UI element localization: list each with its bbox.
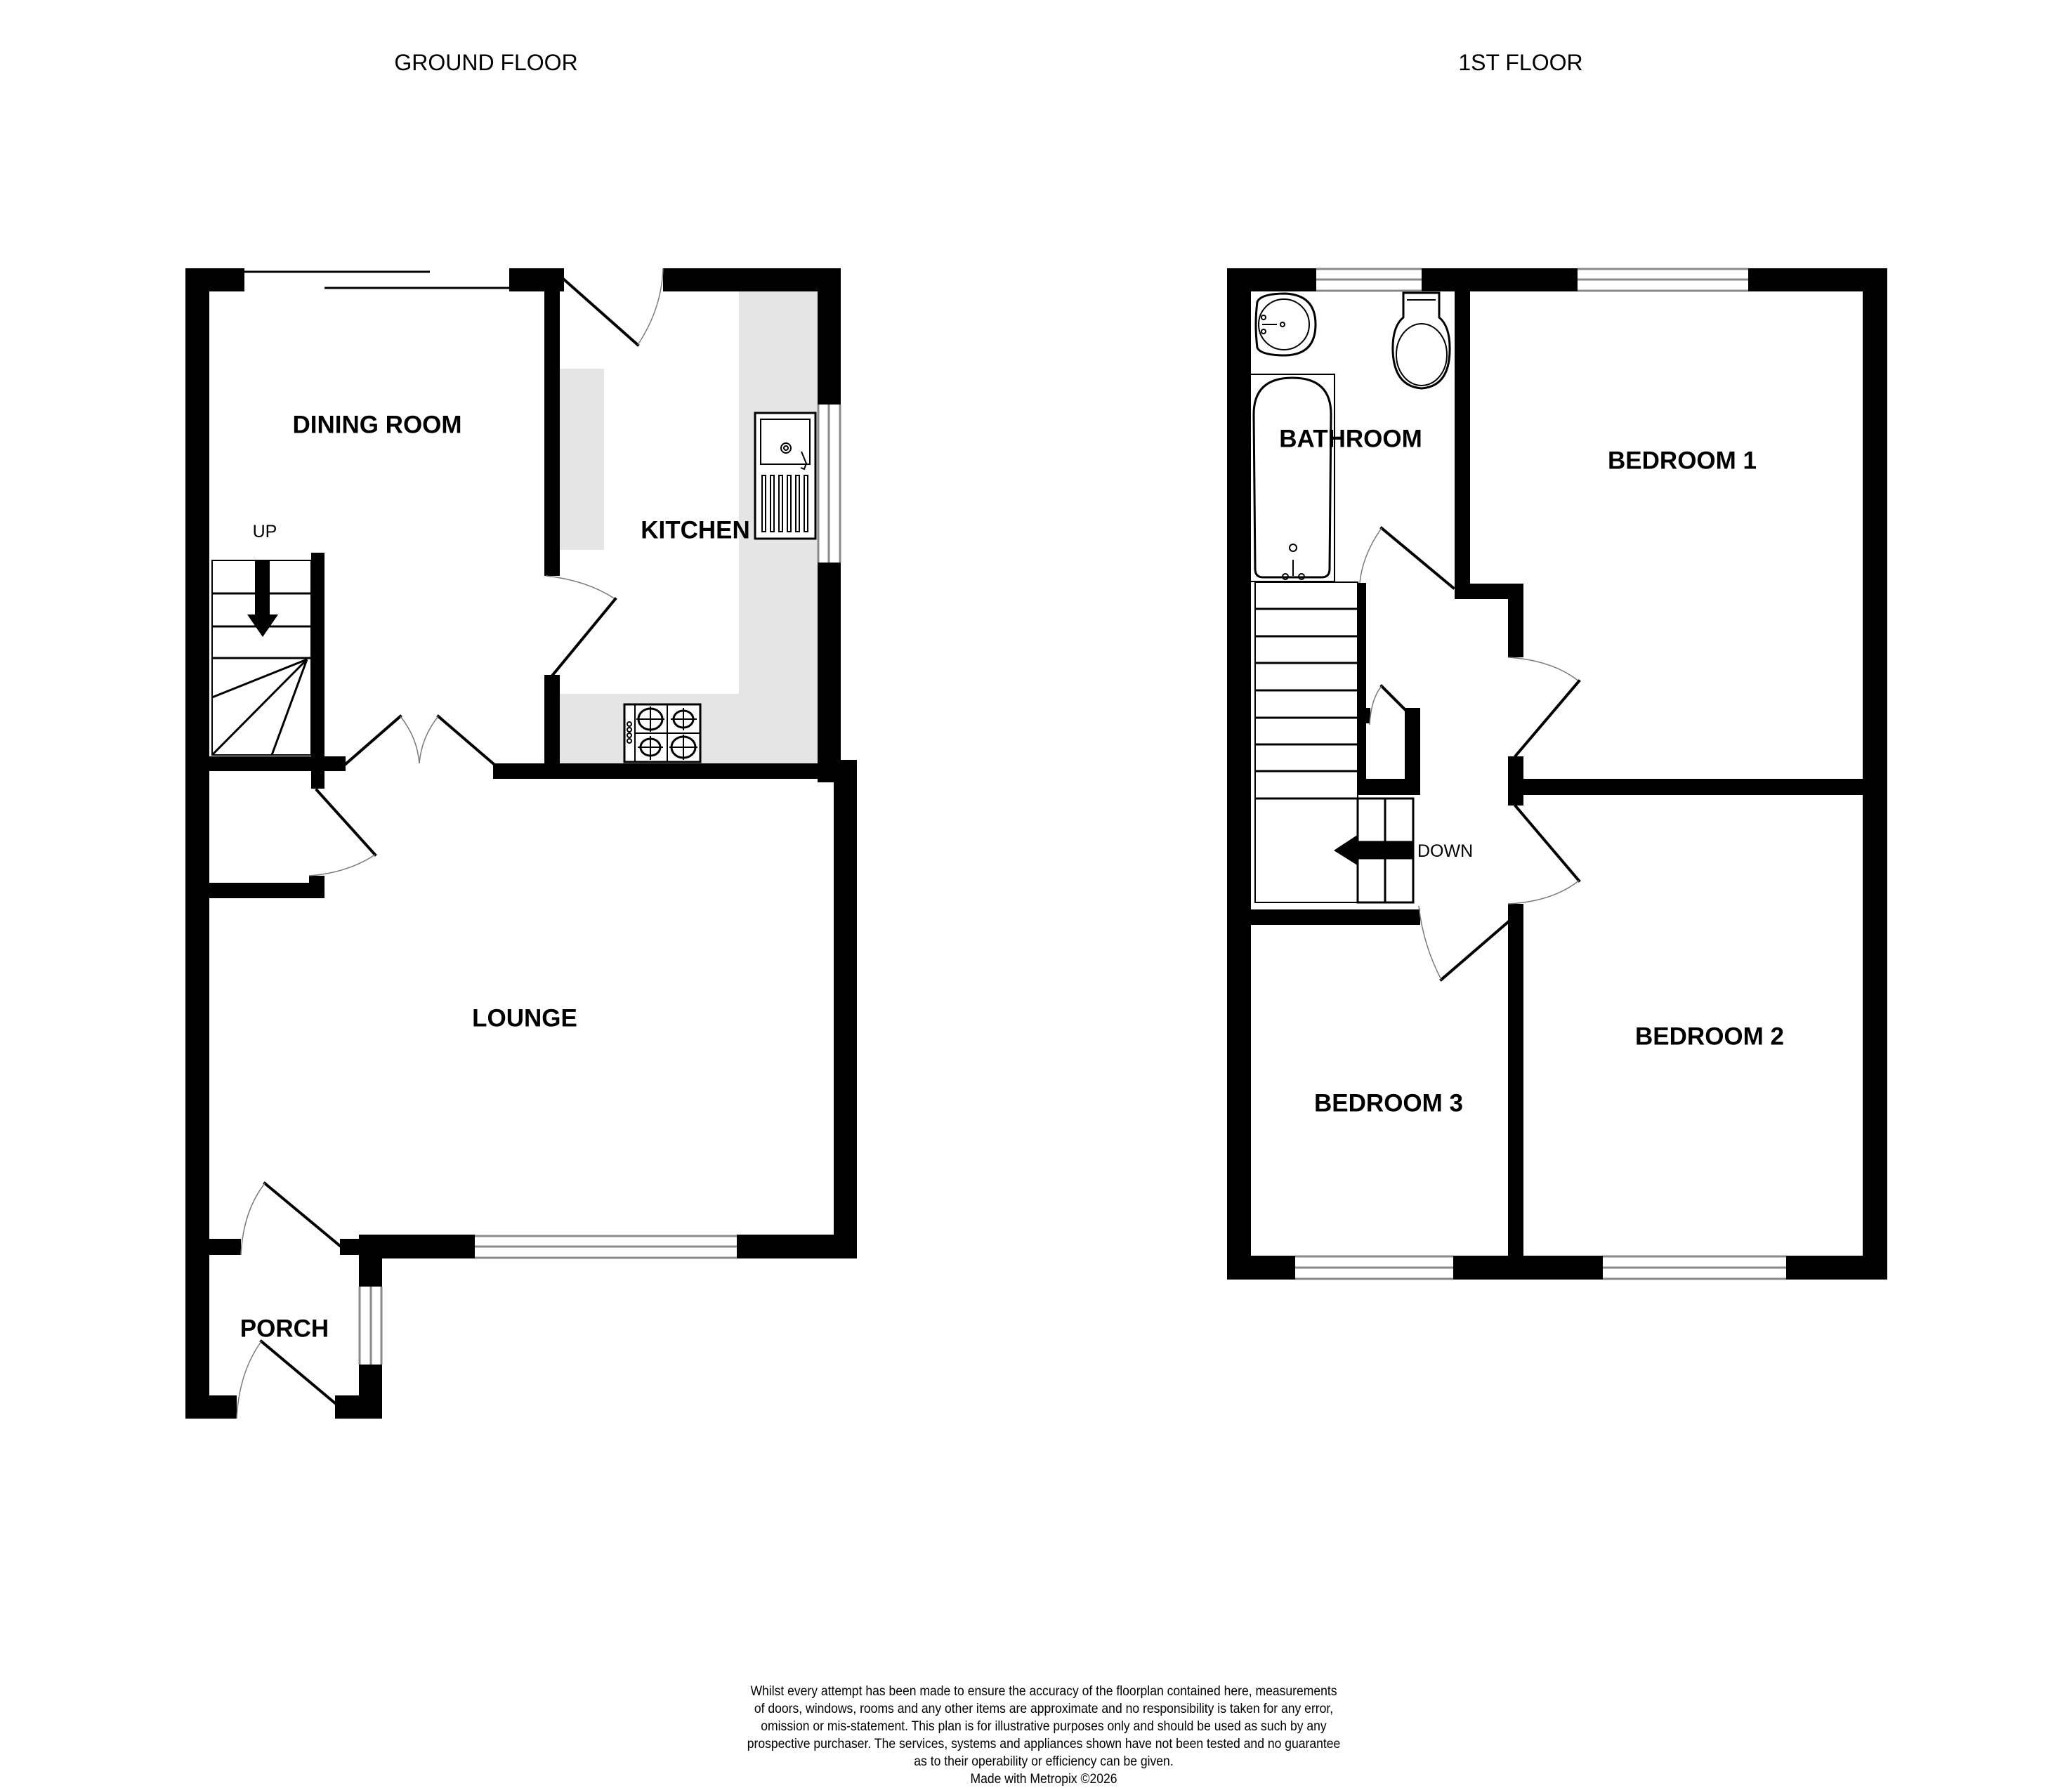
wall	[493, 763, 841, 779]
bedroom-1-door	[1507, 657, 1581, 758]
bathroom-door	[1359, 526, 1455, 590]
wall	[1748, 268, 1887, 291]
first-floor-title: 1ST FLOOR	[1458, 50, 1582, 75]
room-label-lounge: LOUNGE	[472, 1005, 577, 1032]
porch-window	[358, 1287, 383, 1365]
wall	[1422, 268, 1578, 291]
room-label-bedroom-2: BEDROOM 2	[1635, 1023, 1784, 1051]
room-label-bedroom-1: BEDROOM 1	[1608, 447, 1757, 475]
wall	[209, 756, 346, 771]
cupboard-door	[308, 788, 377, 876]
wall	[185, 268, 244, 291]
room-label-bathroom: BATHROOM	[1279, 426, 1422, 453]
wall	[1455, 584, 1523, 599]
wall	[185, 1395, 237, 1419]
wall	[1358, 779, 1420, 795]
bedroom-1-window	[1578, 268, 1748, 292]
kitchen-back-door	[562, 268, 664, 347]
room-label-dining-room: DINING ROOM	[292, 412, 461, 439]
wall	[209, 883, 324, 898]
wall	[209, 1239, 241, 1255]
dining-kitchen-door	[545, 575, 617, 677]
wall	[1863, 268, 1887, 1280]
stairs-up-label: UP	[253, 522, 277, 541]
wall	[340, 1239, 359, 1255]
wall	[818, 563, 841, 782]
staircase-up[interactable]	[211, 560, 312, 756]
staircase-down[interactable]	[1254, 581, 1415, 904]
wall	[309, 876, 324, 898]
wall	[544, 268, 560, 576]
wall	[818, 268, 841, 405]
wall	[1453, 1256, 1603, 1280]
lounge-porch-door	[240, 1181, 342, 1256]
bedroom-2-door	[1507, 804, 1581, 905]
ground-floor-title: GROUND FLOOR	[394, 50, 577, 75]
wall	[1508, 904, 1523, 1280]
wall	[1508, 584, 1523, 657]
disclaimer-line: Whilst every attempt has been made to en…	[750, 1683, 1337, 1699]
wall	[1508, 756, 1523, 806]
kitchen-counter-left	[560, 369, 604, 550]
wall	[1786, 1256, 1887, 1280]
wall	[335, 1395, 382, 1419]
lounge-window	[475, 1235, 737, 1259]
bath-icon	[1250, 374, 1335, 582]
wall	[663, 268, 841, 291]
ground-floor-plan: UP	[185, 268, 857, 1419]
wall	[359, 1235, 382, 1287]
bedroom-2-window	[1603, 1255, 1786, 1280]
kitchen-window	[817, 405, 841, 563]
disclaimer-line: omission or mis-statement. This plan is …	[761, 1718, 1327, 1734]
wall	[1358, 583, 1366, 795]
wall	[1227, 909, 1420, 925]
room-label-bedroom-3: BEDROOM 3	[1314, 1090, 1463, 1117]
disclaimer-line: of doors, windows, rooms and any other i…	[754, 1701, 1334, 1716]
disclaimer-line: as to their operability or efficiency ca…	[914, 1754, 1174, 1769]
bedroom-3-window	[1295, 1255, 1453, 1280]
wall	[311, 553, 324, 789]
room-label-porch: PORCH	[240, 1315, 329, 1343]
arrow-left-icon	[1334, 834, 1413, 866]
wall	[737, 1235, 857, 1258]
disclaimer: Whilst every attempt has been made to en…	[657, 1683, 1430, 1788]
bathroom-window	[1316, 268, 1422, 292]
bedroom-3-door	[1418, 905, 1510, 982]
wall	[1227, 1256, 1295, 1280]
landing-cupboard-door	[1369, 684, 1414, 725]
wall	[1523, 779, 1887, 795]
sink-icon	[754, 412, 817, 540]
wall	[544, 675, 560, 779]
hob-icon	[623, 703, 702, 763]
front-door	[236, 1339, 337, 1419]
double-doors	[343, 714, 496, 766]
wall	[185, 268, 209, 1419]
wall	[1366, 708, 1370, 723]
credit-line: Made with Metropix ©2026	[970, 1771, 1117, 1787]
toilet-icon	[1391, 291, 1451, 390]
basin-icon	[1254, 292, 1317, 357]
stairs-down-label: DOWN	[1417, 841, 1473, 861]
room-label-kitchen: KITCHEN	[641, 517, 750, 544]
wall	[834, 760, 857, 1258]
disclaimer-line: prospective purchaser. The services, sys…	[747, 1736, 1341, 1751]
arrow-down-icon	[247, 560, 278, 637]
sliding-door	[244, 270, 509, 289]
wall	[1455, 268, 1470, 599]
wall	[1227, 268, 1316, 291]
wall	[1405, 708, 1420, 795]
first-floor-plan: DOWN BATHROOM BEDROOM 1 BEDROOM	[1227, 268, 1887, 1280]
wall	[1227, 268, 1251, 1280]
